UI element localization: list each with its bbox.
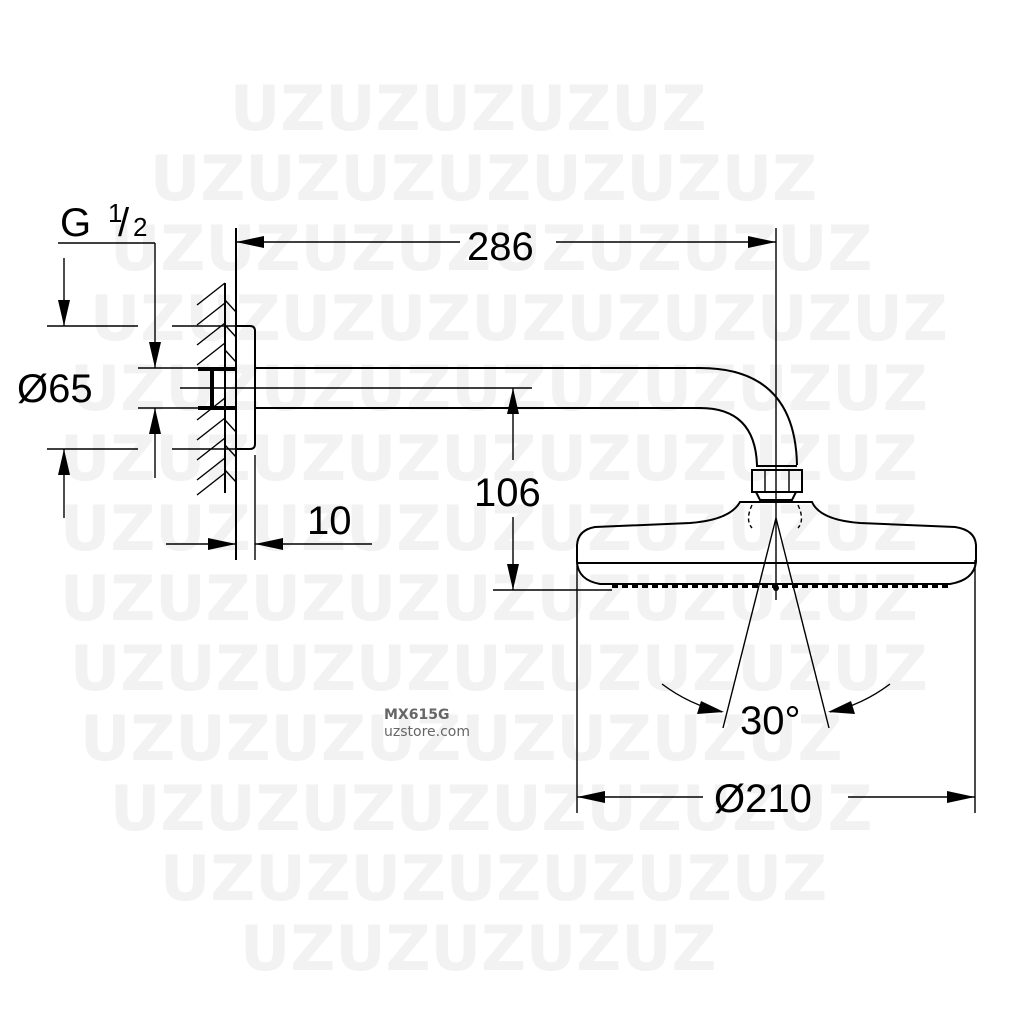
thread-denominator: 2 xyxy=(133,212,147,242)
svg-text:UZUZUZUZUZ: UZUZUZUZUZ xyxy=(230,72,707,145)
svg-text:UZUZUZUZUZUZUZUZ: UZUZUZUZUZUZUZUZ xyxy=(110,212,872,285)
flange-diameter-label: Ø65 xyxy=(17,367,93,411)
svg-text:UZUZUZUZUZUZUZUZUZ: UZUZUZUZUZUZUZUZUZ xyxy=(60,562,918,635)
thread-prefix: G xyxy=(60,201,91,245)
arm-length-label: 286 xyxy=(467,225,534,269)
dimension-flange-depth: 10 xyxy=(166,455,372,560)
shower-arm xyxy=(180,367,798,466)
thread-numerator: 1 xyxy=(108,198,122,228)
svg-text:UZUZUZUZUZUZUZ: UZUZUZUZUZUZUZ xyxy=(160,842,827,915)
svg-text:UZUZUZUZUZUZUZUZUZ: UZUZUZUZUZUZUZUZUZ xyxy=(60,492,918,565)
store-site-label: uzstore.com xyxy=(384,724,470,740)
spray-angle-label: 30° xyxy=(740,699,801,743)
thread-slash: / xyxy=(118,201,130,245)
svg-text:UZUZUZUZUZ: UZUZUZUZUZ xyxy=(240,912,717,985)
height-drop-label: 106 xyxy=(474,471,541,515)
flange-depth-label: 10 xyxy=(307,499,352,543)
svg-text:UZUZUZUZUZUZUZUZUZ: UZUZUZUZUZUZUZUZUZ xyxy=(60,422,918,495)
product-code: MX615G xyxy=(384,707,450,723)
watermark-pattern: UZUZUZUZUZ UZUZUZUZUZUZUZ UZUZUZUZUZUZUZ… xyxy=(60,72,948,985)
dimension-thread: G 1 / 2 xyxy=(58,198,198,478)
svg-text:UZUZUZUZUZUZUZUZ: UZUZUZUZUZUZUZUZ xyxy=(110,772,872,845)
head-diameter-label: Ø210 xyxy=(714,777,812,821)
dimension-arm-length: 286 xyxy=(236,225,776,269)
dimension-height-drop: 106 xyxy=(474,388,612,591)
dimension-flange-diameter: Ø65 xyxy=(17,258,236,518)
svg-text:UZUZUZUZUZUZUZUZUZ: UZUZUZUZUZUZUZUZUZ xyxy=(90,282,948,355)
svg-text:UZUZUZUZUZUZUZ: UZUZUZUZUZUZUZ xyxy=(150,142,817,215)
dimension-spray-angle: 30° xyxy=(661,517,891,743)
dimension-head-diameter: Ø210 xyxy=(576,560,976,821)
svg-text:UZUZUZUZUZUZUZUZUZ: UZUZUZUZUZUZUZUZUZ xyxy=(70,632,928,705)
svg-text:UZUZUZUZUZUZUZUZ: UZUZUZUZUZUZUZUZ xyxy=(80,702,842,775)
